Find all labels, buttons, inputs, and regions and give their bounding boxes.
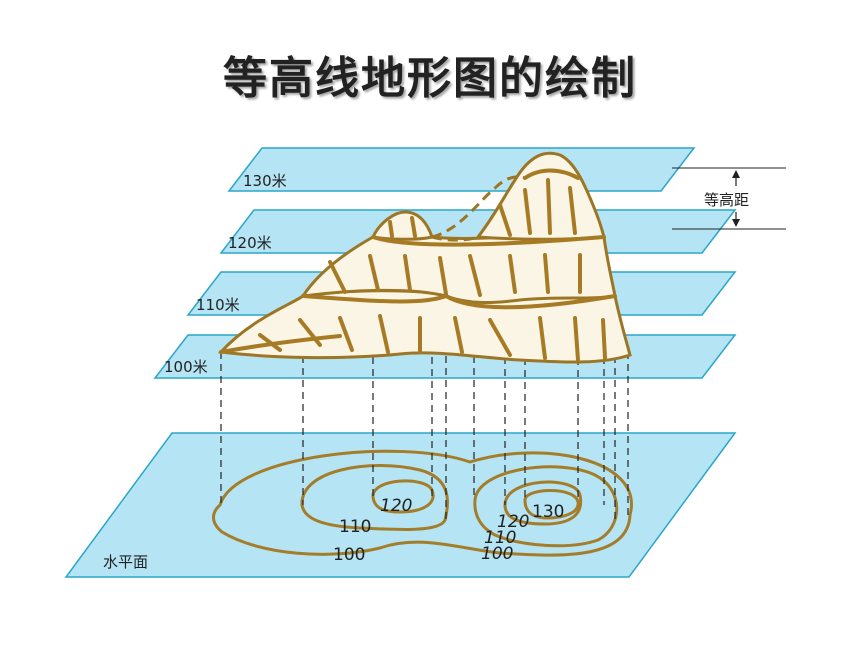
contour-label-right-120: 120 (497, 512, 529, 532)
plane-130 (227, 147, 696, 192)
plane-label-110: 110米 (196, 296, 240, 314)
contour-interval-indicator: 等高距 (672, 167, 786, 230)
contour-label-right-110: 110 (484, 528, 516, 548)
plane-label-100: 100米 (164, 358, 208, 376)
contour-120-right (503, 480, 583, 526)
contour-label-right-100: 100 (481, 544, 513, 564)
saddle-dash (431, 235, 479, 242)
plane-label-120: 120米 (228, 234, 272, 252)
upper-ridge-dash (431, 175, 526, 239)
mountain-terrain (217, 151, 632, 364)
contour-label-left-100: 100 (333, 545, 365, 565)
interval-label: 等高距 (704, 191, 749, 209)
left-summit (370, 210, 434, 241)
plane-label-130: 130米 (243, 172, 287, 190)
contour-120-left (371, 479, 435, 514)
contour-100 (212, 449, 633, 557)
base-contours (212, 449, 633, 557)
contour-label-130: 130 (532, 502, 564, 522)
contour-110-right (473, 465, 619, 548)
contour-130 (523, 489, 580, 520)
base-plane-label: 水平面 (103, 553, 148, 571)
page-title: 等高线地形图的绘制 (223, 53, 637, 104)
contour-label-left-110: 110 (339, 517, 371, 537)
contour-label-left-120: 120 (380, 496, 412, 516)
